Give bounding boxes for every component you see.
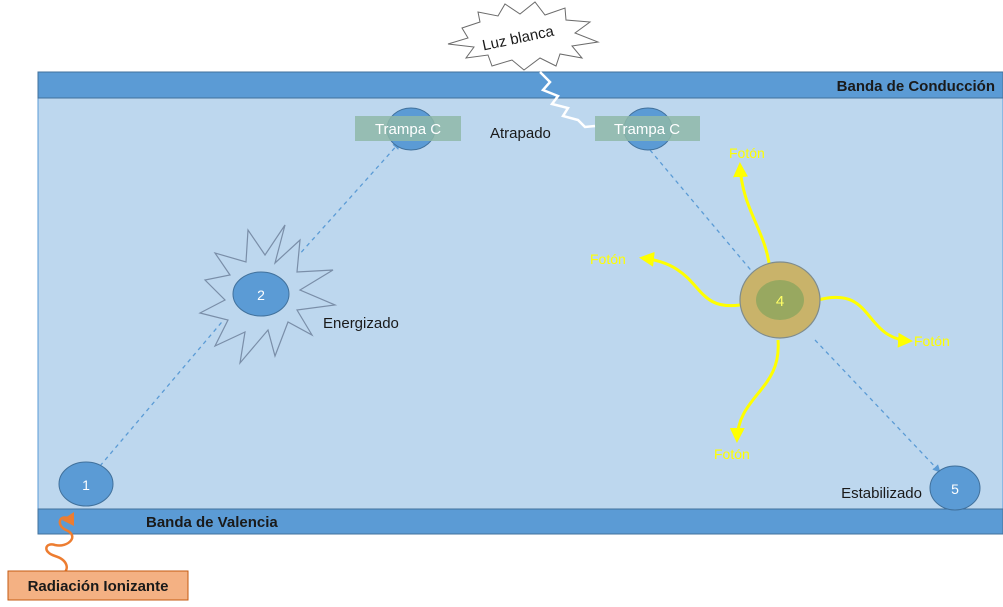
electron-4 [756, 280, 804, 320]
trapping-arrow [279, 141, 401, 277]
ionizing-radiation-arrowhead [62, 512, 74, 526]
electron-2-label: 2 [257, 287, 265, 303]
electron-1-label: 1 [82, 477, 90, 493]
photon-label-left: Fotón [590, 251, 626, 267]
photon-arrow-left [639, 251, 741, 308]
electron-1 [58, 461, 114, 507]
ionizing-radiation-box [7, 570, 189, 601]
ionizing-radiation-wave [45, 516, 74, 576]
electron-4-label: 4 [776, 293, 784, 310]
release-arrow [649, 149, 766, 288]
trap-c-right [595, 116, 700, 141]
stabilization-arrow [814, 339, 941, 473]
band-gap-region [37, 71, 1003, 535]
electron-5-label: 5 [951, 481, 959, 497]
photon-label-bottom: Fotón [714, 446, 750, 462]
excitation-arrow [99, 309, 233, 467]
trap-c-left-label: Trampa C [375, 121, 441, 138]
photon-label-top: Fotón [729, 145, 765, 161]
energized-label: Energizado [323, 315, 399, 332]
photon-label-right: Fotón [914, 333, 950, 349]
conduction-band [37, 71, 1003, 99]
ionizing-radiation-label: Radiación Ionizante [28, 578, 169, 595]
valence-band [37, 508, 1003, 535]
white-light-burst [447, 1, 600, 71]
trapped-label: Atrapado [490, 125, 551, 142]
valence-band-label: Banda de Valencia [146, 514, 278, 531]
trap-c-left [355, 116, 461, 141]
photon-arrow-down [729, 339, 780, 443]
electron-2 [232, 271, 290, 317]
trap-c-right-label: Trampa C [614, 121, 680, 138]
photon-arrow-up [733, 162, 772, 271]
electron-5 [929, 465, 981, 511]
photon-arrow-right [817, 295, 913, 348]
conduction-band-label: Banda de Conducción [837, 78, 995, 95]
white-light-wave [539, 71, 596, 129]
stabilized-label: Estabilizado [841, 485, 922, 502]
